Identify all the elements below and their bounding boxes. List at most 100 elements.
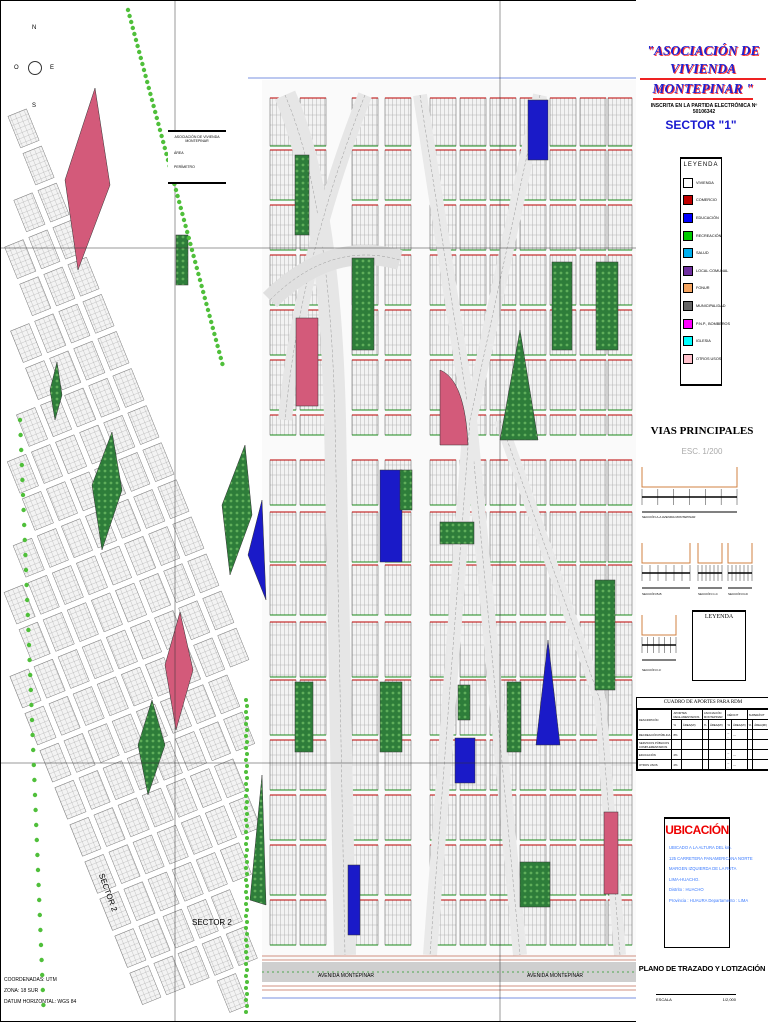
tree-icon bbox=[20, 477, 25, 483]
housing-block bbox=[199, 721, 231, 762]
housing-block bbox=[384, 564, 412, 616]
housing-block bbox=[33, 658, 66, 699]
housing-block bbox=[124, 536, 157, 576]
housing-block bbox=[187, 553, 220, 594]
housing-block bbox=[216, 973, 249, 1013]
tree-icon bbox=[244, 806, 248, 810]
housing-block bbox=[429, 459, 457, 506]
tree-icon bbox=[245, 704, 249, 708]
tree-icon bbox=[199, 283, 204, 289]
tree-icon bbox=[32, 792, 38, 798]
tree-icon bbox=[185, 229, 190, 235]
housing-block bbox=[351, 621, 379, 678]
tree-icon bbox=[244, 890, 248, 894]
tree-icon bbox=[244, 830, 248, 834]
avenue-label: AVENIDA MONTEPINAR bbox=[318, 973, 375, 979]
tree-icon bbox=[23, 567, 29, 573]
housing-block bbox=[351, 511, 379, 563]
housing-block bbox=[384, 844, 412, 896]
housing-block bbox=[147, 871, 180, 912]
housing-block bbox=[225, 926, 258, 966]
pink-zone bbox=[295, 317, 319, 407]
housing-block bbox=[489, 97, 517, 147]
housing-block bbox=[34, 313, 67, 354]
housing-block bbox=[459, 844, 487, 896]
location-line: LIMA-HUACHO. bbox=[669, 876, 700, 882]
road-legend: LEYENDA bbox=[692, 610, 746, 681]
tree-icon bbox=[39, 957, 44, 963]
housing-block bbox=[157, 479, 190, 520]
housing-block bbox=[115, 582, 147, 623]
housing-block bbox=[519, 309, 547, 356]
housing-block bbox=[3, 584, 36, 625]
housing-block bbox=[43, 266, 76, 307]
tree-icon bbox=[164, 151, 169, 157]
table-subheader: % bbox=[671, 719, 682, 730]
housing-block bbox=[384, 309, 412, 356]
location-line: Distrito : HUACHO bbox=[669, 887, 704, 892]
tree-icon bbox=[189, 247, 195, 253]
tree-icon bbox=[36, 882, 41, 888]
tree-icon bbox=[244, 866, 248, 870]
tree-icon bbox=[245, 872, 249, 876]
compass-east: E bbox=[50, 65, 55, 71]
housing-block bbox=[54, 779, 87, 820]
housing-block bbox=[190, 768, 222, 808]
housing-block bbox=[223, 711, 256, 752]
tree-icon bbox=[188, 241, 193, 247]
legend-item: SALUD bbox=[681, 244, 721, 262]
site-plan-map bbox=[0, 0, 636, 1022]
table-cell: --- bbox=[730, 729, 748, 740]
road-legend-title: LEYENDA bbox=[704, 614, 734, 620]
housing-block bbox=[201, 936, 234, 976]
tree-icon bbox=[194, 265, 199, 271]
housing-block bbox=[73, 340, 106, 381]
legend-item: RECREACIÓN bbox=[681, 227, 721, 245]
compass-north: N bbox=[32, 25, 37, 31]
legend-item: EDUCACIÓN bbox=[681, 209, 721, 227]
coords-line: COORDENADAS: UTM bbox=[4, 977, 57, 983]
housing-block bbox=[549, 459, 577, 506]
sector-1-blocks bbox=[262, 80, 636, 960]
tree-icon bbox=[35, 867, 41, 873]
table-cell: RECREACIÓN PÚBLICA bbox=[636, 729, 673, 740]
tree-icon bbox=[245, 716, 249, 720]
tree-icon bbox=[193, 259, 198, 265]
table-cell: OTROS USOS bbox=[636, 759, 673, 770]
tree-icon bbox=[25, 597, 30, 603]
legend-label: VIVIENDA bbox=[696, 180, 714, 185]
housing-block bbox=[579, 359, 607, 411]
sector-2-label: SECTOR 2 bbox=[192, 918, 232, 927]
tree-icon bbox=[28, 672, 33, 678]
park-zone bbox=[294, 154, 310, 236]
housing-block bbox=[87, 723, 120, 763]
legend-swatch bbox=[683, 318, 693, 329]
housing-block bbox=[16, 407, 48, 447]
tree-icon bbox=[25, 612, 30, 618]
tree-icon bbox=[244, 818, 248, 822]
park-zone bbox=[519, 861, 551, 908]
housing-block bbox=[459, 899, 487, 946]
tree-icon bbox=[24, 582, 29, 588]
legend-swatch bbox=[683, 353, 693, 364]
tree-icon bbox=[146, 85, 151, 91]
tree-icon bbox=[245, 788, 249, 792]
park-zone bbox=[457, 684, 471, 721]
location-box: UBICACIÓN UBICADO A LA ALTURA DEL km.125… bbox=[664, 817, 753, 948]
tree-icon bbox=[141, 67, 147, 73]
housing-block bbox=[549, 359, 577, 411]
housing-block bbox=[171, 861, 204, 902]
tree-icon bbox=[244, 758, 248, 762]
housing-block bbox=[579, 511, 607, 563]
tree-icon bbox=[244, 854, 248, 858]
housing-block bbox=[269, 899, 297, 946]
housing-block bbox=[607, 359, 633, 411]
legend-label: LOCAL COMUNAL bbox=[696, 268, 729, 273]
tree-icon bbox=[27, 657, 32, 663]
tree-icon bbox=[213, 337, 219, 343]
tree-icon bbox=[244, 902, 248, 906]
housing-block bbox=[96, 676, 129, 717]
housing-block bbox=[429, 97, 457, 147]
